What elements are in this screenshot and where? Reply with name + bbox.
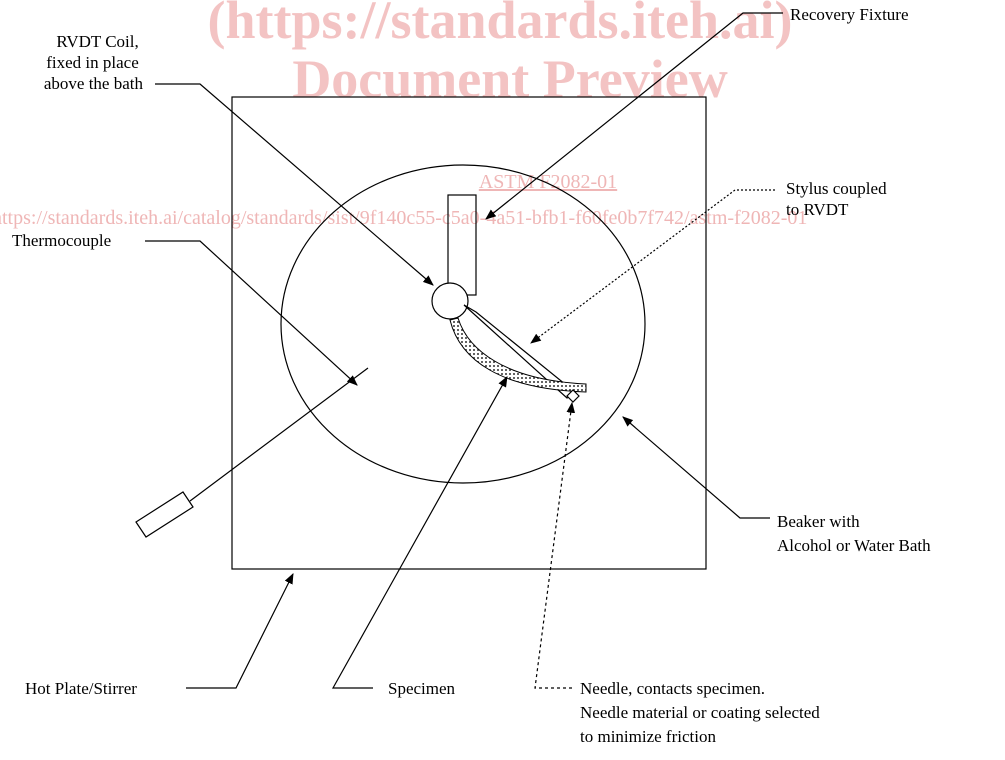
- beaker: [280, 164, 646, 484]
- specimen: [449, 317, 587, 393]
- thermocouple-leader: [145, 240, 358, 386]
- thermocouple-rod: [189, 367, 369, 502]
- hot-plate-label: Hot Plate/Stirrer: [25, 679, 137, 698]
- recovery-fixture-label: Recovery Fixture: [790, 5, 909, 24]
- needle-label: Needle, contacts specimen. Needle materi…: [580, 679, 824, 746]
- watermark-line1: (https://standards.iteh.ai): [207, 0, 792, 50]
- hot-plate-leader: [186, 573, 294, 689]
- watermark-url: https://standards.iteh.ai/catalog/standa…: [0, 207, 807, 229]
- watermark-astm: ASTM F2082-01: [479, 171, 617, 193]
- rvdt-coil-leader: [155, 83, 434, 286]
- specimen-label: Specimen: [388, 679, 456, 698]
- rvdt-coil-label: RVDT Coil, fixed in place above the bath: [44, 32, 144, 93]
- needle-leader: [534, 401, 576, 689]
- thermocouple-label: Thermocouple: [12, 231, 111, 250]
- rvdt-coil: [431, 282, 469, 320]
- thermocouple-probe: [135, 491, 194, 538]
- stylus-leader: [530, 189, 775, 344]
- stylus-label: Stylus coupled to RVDT: [786, 179, 891, 219]
- beaker-leader: [622, 416, 770, 519]
- watermark-line2: Document Preview: [292, 49, 727, 109]
- recovery-fixture-leader: [485, 12, 783, 220]
- specimen-leader: [331, 376, 508, 689]
- hot-plate: [231, 96, 707, 570]
- beaker-label: Beaker with Alcohol or Water Bath: [777, 512, 931, 555]
